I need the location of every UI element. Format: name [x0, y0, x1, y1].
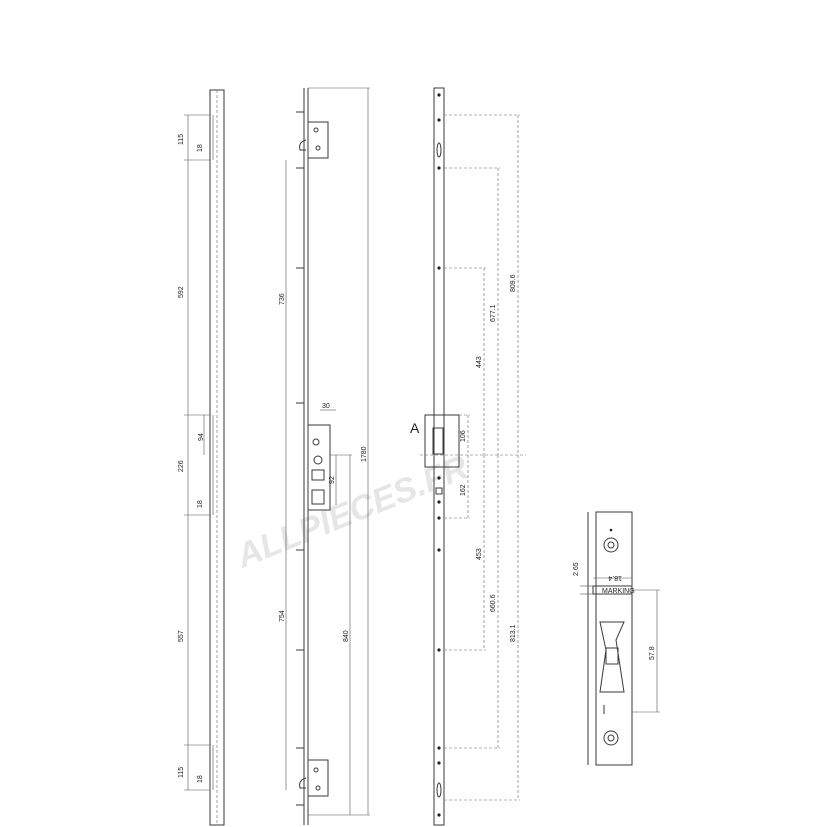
bar-2-small-dim-1: 92 [329, 476, 336, 484]
bar-3-label: A [410, 420, 420, 436]
bar-1-profile [184, 89, 225, 826]
bar-3-dim-6: 660.6 [490, 594, 497, 612]
detail-dim-2: 57.8 [649, 646, 656, 660]
bar-1-dim-2: 226 [178, 460, 185, 472]
bar-1-small-dim-1: 94 [198, 433, 205, 441]
bar-2-profile [285, 87, 370, 825]
bar-3-dim-1: 677.1 [490, 304, 497, 322]
bar-1-dim-1: 592 [178, 286, 185, 298]
bar-3-dim-3: 106 [460, 430, 467, 442]
bar-3-dim-7: 813.1 [510, 624, 517, 642]
bar-3-profile [420, 87, 526, 826]
bar-1-small-dim-2: 18 [197, 500, 204, 508]
detail-marking: MARKING [602, 588, 635, 595]
bar-1-small-dim-3: 18 [197, 775, 204, 783]
bar-2-dim-1: 754 [279, 610, 286, 622]
bar-3-dim-2: 443 [476, 356, 483, 368]
bar-3-dim-5: 453 [476, 548, 483, 560]
bar-1-dim-4: 115 [178, 767, 185, 778]
bar-1-small-dim-0: 18 [197, 144, 204, 152]
detail-dim-1: 18.4 [608, 574, 622, 581]
bar-2-dim-3: 840 [343, 630, 350, 642]
detail-keeper-plate [580, 511, 660, 766]
detail-dim-0: 2.65 [573, 562, 580, 576]
bar-3-dim-4: 162 [460, 484, 467, 496]
bar-2-dim-0: 736 [279, 293, 286, 305]
bar-1-dim-0: 115 [178, 134, 185, 145]
bar-1-dim-3: 557 [178, 630, 185, 642]
bar-2-small-dim-0: 30 [322, 403, 330, 410]
bar-3-dim-0: 809.6 [510, 274, 517, 292]
bar-2-dim-2: 1780 [361, 446, 368, 462]
